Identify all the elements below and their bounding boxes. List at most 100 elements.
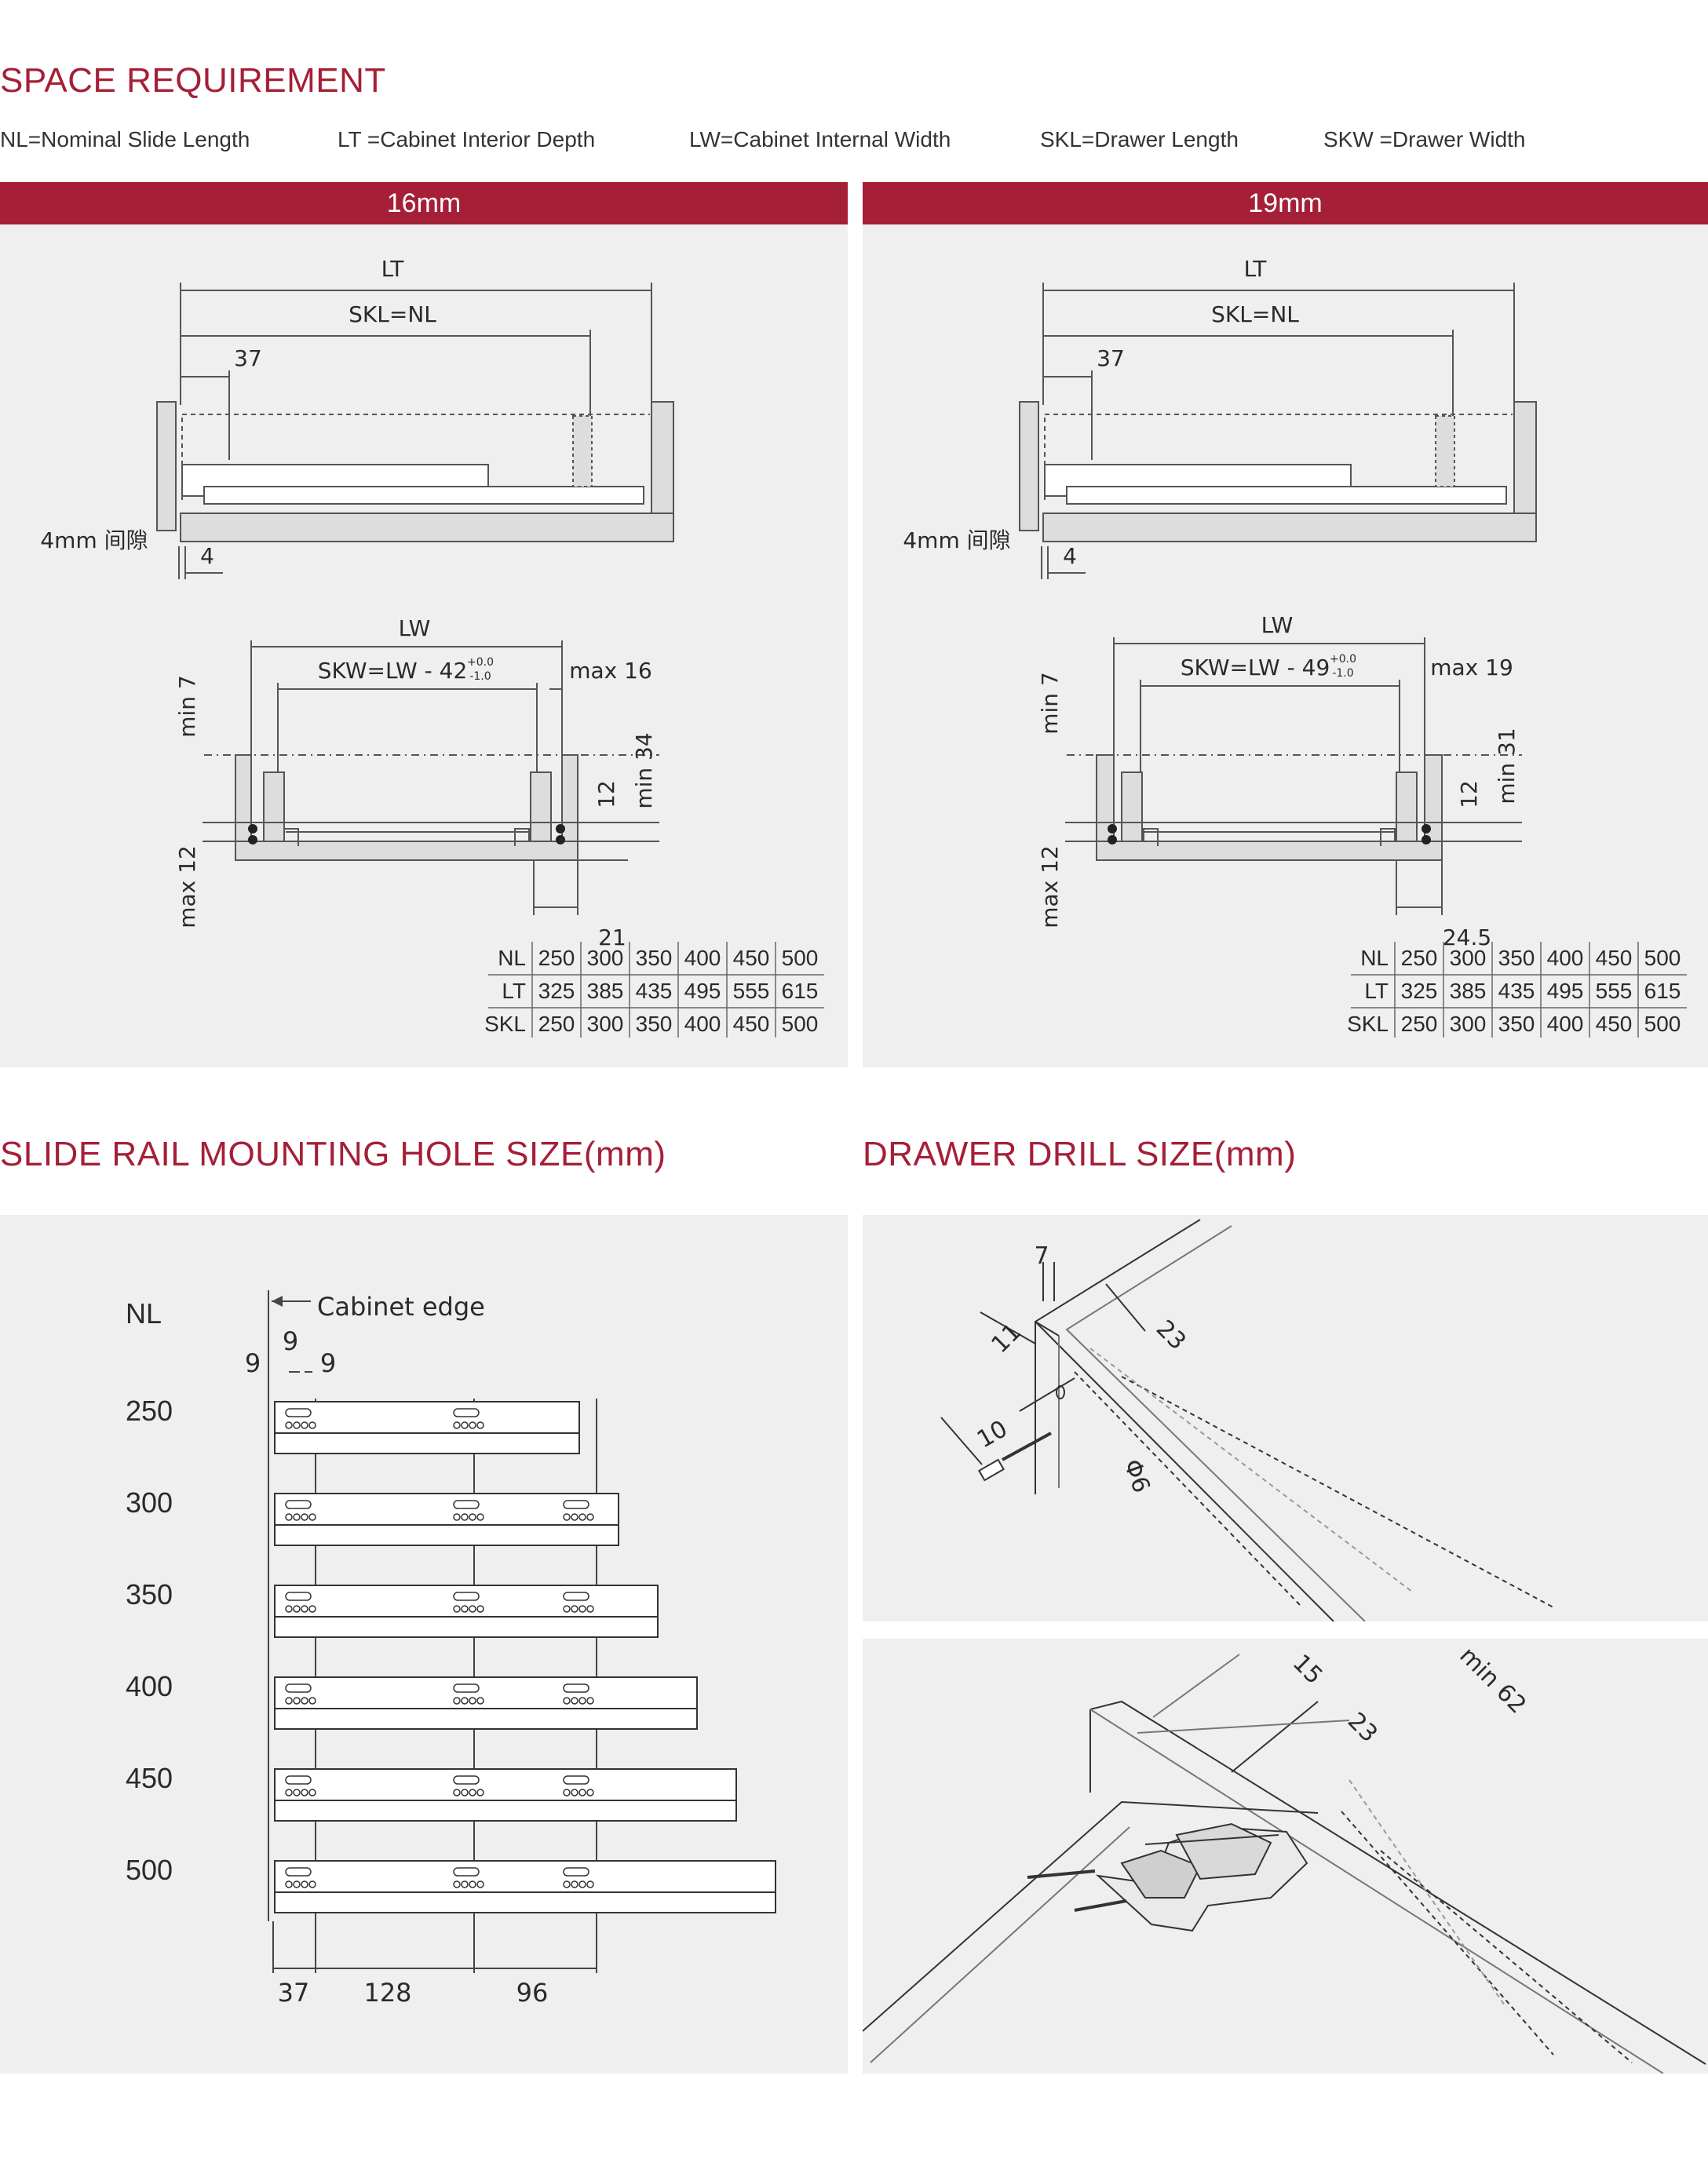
dim-96: 96: [516, 1978, 549, 2008]
hole-cluster: [453, 1500, 484, 1521]
slot: [453, 1867, 480, 1877]
table-cell: 250: [1401, 1012, 1438, 1036]
table-cell: 300: [1450, 1012, 1487, 1036]
dim-9-right: 9: [320, 1348, 336, 1378]
hole: [586, 1513, 594, 1521]
hole-cluster: [453, 1592, 484, 1613]
hole: [563, 1697, 571, 1705]
hole: [469, 1789, 476, 1796]
nl-value: 300: [126, 1486, 173, 1519]
hole: [476, 1605, 484, 1613]
table-cell: 495: [1547, 979, 1584, 1003]
space-diagram-16mm: LT SKL=NL 37 4mm 间隙 4 LW SKW=LW - 42 +0.…: [40, 256, 824, 1038]
hole: [578, 1513, 586, 1521]
legend-nl: NL=Nominal Slide Length: [0, 127, 250, 151]
table-cell: 300: [587, 1012, 624, 1036]
hole: [453, 1421, 461, 1429]
rail-lower: [274, 1800, 737, 1822]
hole: [308, 1697, 316, 1705]
hole: [571, 1880, 578, 1888]
table-cell: 500: [1644, 946, 1681, 970]
space-requirement-title: SPACE REQUIREMENT: [0, 61, 386, 100]
hole: [586, 1697, 594, 1705]
dim-lw: LW: [1261, 612, 1294, 638]
table-cell: 350: [1498, 1012, 1535, 1036]
table-row-label: LT: [1364, 979, 1389, 1003]
slot: [285, 1775, 312, 1785]
hole: [461, 1421, 469, 1429]
table-row-label: NL: [498, 946, 526, 970]
drill-panel-bottom: 15 23 min 62: [863, 1639, 1708, 2074]
tol-minus: -1.0: [1332, 667, 1353, 680]
rail-350: [274, 1585, 659, 1638]
hole: [308, 1789, 316, 1796]
dim-lw: LW: [399, 615, 431, 641]
slot: [285, 1500, 312, 1509]
hole: [293, 1513, 301, 1521]
table-cell: 300: [1450, 946, 1487, 970]
table-cell: 500: [782, 946, 819, 970]
table-cell: 400: [684, 1012, 721, 1036]
hole: [469, 1513, 476, 1521]
table-cell: 615: [1644, 979, 1681, 1003]
hole: [461, 1789, 469, 1796]
hole: [293, 1605, 301, 1613]
table-row-label: LT: [502, 979, 526, 1003]
rail-body: [274, 1676, 698, 1709]
hole-cluster: [285, 1500, 316, 1521]
nl-label: NL: [126, 1297, 162, 1330]
dim-side-offset: 21: [598, 925, 626, 950]
dim-max12: max 12: [174, 845, 200, 928]
dim-skw: SKW=LW - 42: [318, 658, 468, 684]
rail-lower: [274, 1891, 776, 1913]
dim-skl: SKL=NL: [349, 301, 436, 327]
rail-400: [274, 1676, 698, 1730]
hole: [476, 1880, 484, 1888]
hole: [571, 1513, 578, 1521]
hole: [578, 1880, 586, 1888]
drill-diagram-bottom: 15 23 min 62: [863, 1642, 1706, 2074]
hole: [578, 1789, 586, 1796]
dim-min-top: min 34: [631, 732, 657, 808]
rail-body: [274, 1860, 776, 1893]
dim-37: 37: [234, 345, 262, 371]
hole: [285, 1513, 293, 1521]
hole-cluster: [563, 1683, 594, 1705]
table-cell: 450: [1596, 1012, 1633, 1036]
hole: [453, 1513, 461, 1521]
rail-lower: [274, 1524, 619, 1546]
hole: [293, 1697, 301, 1705]
table-cell: 435: [636, 979, 673, 1003]
dim-max-side: max 16: [569, 658, 652, 684]
slot: [563, 1867, 589, 1877]
hole: [285, 1880, 293, 1888]
space-diagram-19mm: LT SKL=NL 37 4mm 间隙 4 LW SKW=LW - 49 +0.…: [903, 256, 1687, 1038]
table-cell: 325: [1401, 979, 1438, 1003]
hole: [453, 1880, 461, 1888]
slot: [563, 1592, 589, 1601]
dim-4: 4: [1063, 543, 1077, 569]
gap-label: 4mm 间隙: [40, 527, 148, 553]
dim-max-side: max 19: [1430, 655, 1513, 680]
dim-side-offset: 24.5: [1443, 925, 1491, 950]
dim-min7: min 7: [174, 675, 200, 738]
hole: [301, 1513, 308, 1521]
header-19mm: 19mm: [863, 182, 1708, 224]
drill-dim-7: 7: [1034, 1242, 1049, 1270]
dim-12: 12: [1456, 780, 1482, 808]
rail-450: [274, 1768, 737, 1822]
hole: [308, 1605, 316, 1613]
slot: [453, 1408, 480, 1417]
hole: [301, 1697, 308, 1705]
hole: [285, 1605, 293, 1613]
table-cell: 450: [1596, 946, 1633, 970]
legend-lw: LW=Cabinet Internal Width: [689, 127, 951, 151]
rail-300: [274, 1493, 619, 1546]
hole: [308, 1880, 316, 1888]
legend-lt: LT =Cabinet Interior Depth: [338, 127, 596, 151]
nl-value: 450: [126, 1762, 173, 1794]
rail-body: [274, 1401, 580, 1434]
